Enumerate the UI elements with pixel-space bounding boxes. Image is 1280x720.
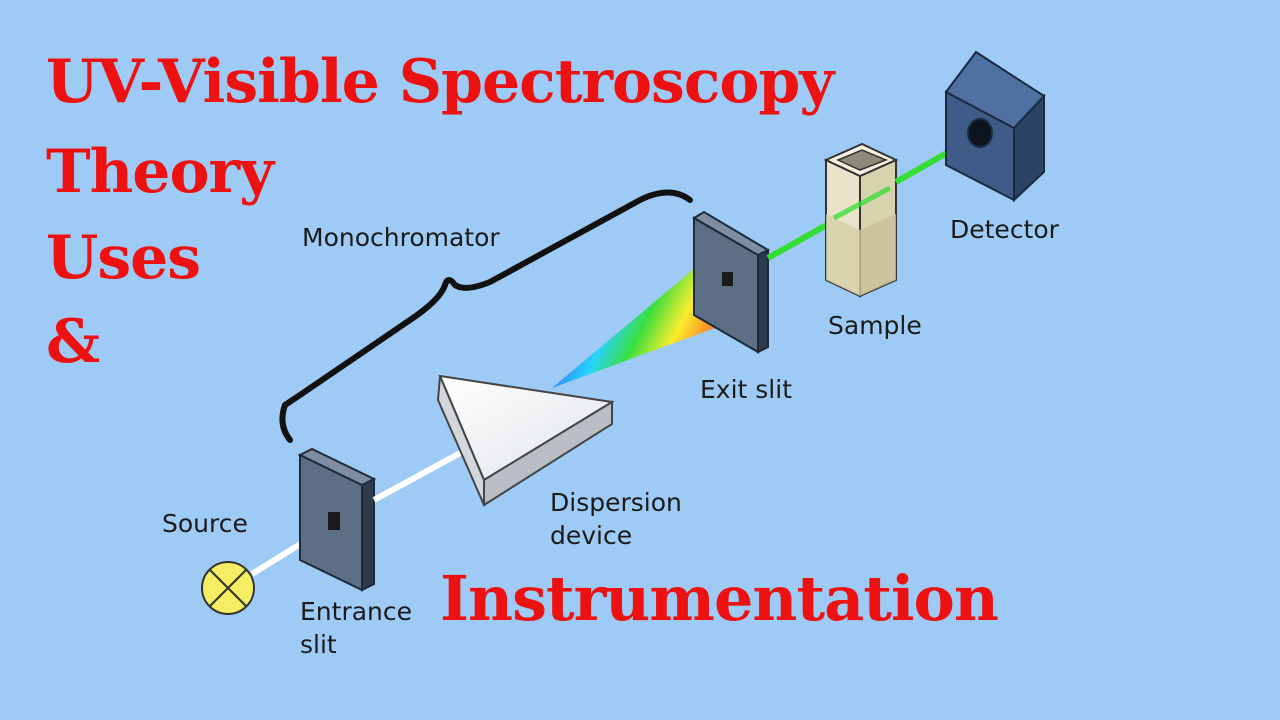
green-beam-1 (766, 219, 834, 261)
entrance-slit-label-line1: Entrance (300, 597, 413, 626)
dispersion-label-line2: device (550, 520, 633, 550)
sample-cuvette (823, 142, 899, 298)
exit-slit-label: Exit slit (700, 375, 793, 404)
title-line-5: Instrumentation (440, 562, 999, 635)
dispersion-device-label: Dispersion device (550, 487, 682, 552)
prism-dispersion-device (436, 374, 615, 507)
dispersion-label-line1: Dispersion (550, 488, 682, 517)
monochromator-label: Monochromator (302, 223, 500, 252)
white-beam-mid (372, 449, 464, 503)
monochromator-brace (279, 189, 693, 443)
title-line-4: & (46, 307, 100, 377)
entrance-slit-label: Entrance slit (300, 596, 412, 661)
exit-slit-plate (692, 210, 771, 354)
title-line-2: Theory (46, 137, 274, 207)
source-label: Source (162, 509, 248, 538)
source-lamp-icon (201, 561, 255, 615)
entrance-slit-label-line2: slit (300, 629, 337, 659)
entrance-slit-plate (297, 447, 377, 592)
sample-label: Sample (828, 311, 922, 340)
title-line-1: UV-Visible Spectroscopy (46, 47, 834, 117)
detector-box (944, 50, 1046, 203)
detector-label: Detector (950, 215, 1059, 244)
green-beam-2 (832, 185, 892, 221)
title-line-3: Uses (46, 223, 201, 293)
